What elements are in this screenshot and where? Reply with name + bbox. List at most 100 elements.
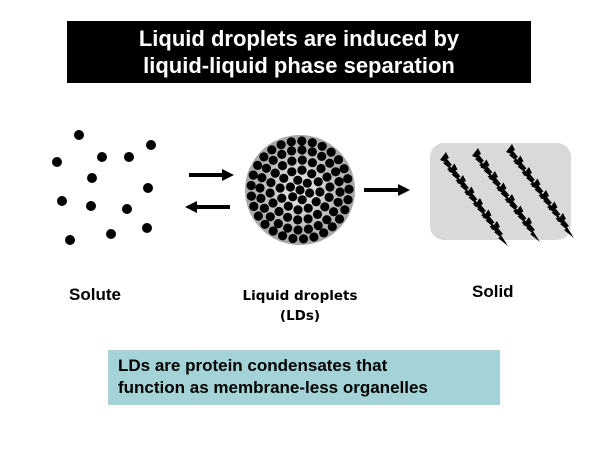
droplet-particle xyxy=(293,175,303,185)
solid-bolt xyxy=(557,213,574,238)
title-banner: Liquid droplets are induced by liquid-li… xyxy=(67,21,531,83)
droplet-particle xyxy=(335,187,345,197)
droplet-particle xyxy=(268,198,278,208)
droplet-particle xyxy=(307,138,317,148)
forward-arrow-ld-to-solid xyxy=(364,184,410,196)
solute-particle xyxy=(122,204,132,214)
solute-particles-icon xyxy=(52,130,156,245)
droplet-particle xyxy=(316,163,326,174)
note-box: LDs are protein condensates that functio… xyxy=(108,350,500,405)
droplet-particle xyxy=(255,183,265,193)
droplet-particle xyxy=(283,212,293,222)
note-line-2: function as membrane-less organelles xyxy=(118,378,428,397)
droplet-particle xyxy=(277,149,287,159)
droplet-particle xyxy=(259,203,269,213)
note-line-1: LDs are protein condensates that xyxy=(118,356,388,375)
reverse-arrow-ld-to-solute xyxy=(185,201,230,213)
solute-particle xyxy=(87,173,97,183)
droplet-particle xyxy=(278,231,288,241)
droplet-particle xyxy=(286,137,296,147)
droplet-particle xyxy=(298,234,309,244)
droplet-particle xyxy=(303,214,313,224)
droplet-particle xyxy=(309,232,319,242)
solid-label: Solid xyxy=(472,282,514,301)
droplet-particle xyxy=(317,151,327,161)
solid-aggregate-icon xyxy=(430,143,574,246)
droplet-particle xyxy=(320,202,330,212)
droplet-particle xyxy=(277,161,288,171)
droplet-particle xyxy=(305,188,315,198)
droplet-particle xyxy=(333,155,344,165)
droplet-particle xyxy=(276,140,286,150)
droplet-particle xyxy=(293,225,303,235)
droplet-particle xyxy=(256,193,266,203)
solute-particle xyxy=(52,157,62,167)
droplet-particle xyxy=(259,152,269,162)
droplet-particle xyxy=(297,195,307,205)
droplet-particle xyxy=(246,191,256,201)
droplet-particle xyxy=(297,155,307,165)
droplet-particle xyxy=(334,177,344,187)
title-line-2: liquid-liquid phase separation xyxy=(143,53,455,78)
droplet-particle xyxy=(329,207,339,217)
droplet-particle xyxy=(275,183,285,193)
droplet-particle xyxy=(311,197,321,207)
droplet-particle xyxy=(339,164,349,174)
droplet-particle xyxy=(307,169,317,179)
droplet-particle xyxy=(297,165,307,175)
droplet-particle xyxy=(319,228,329,238)
droplet-particle xyxy=(307,147,317,157)
droplet-particle xyxy=(297,145,307,155)
droplet-particle xyxy=(307,158,317,168)
liquid-droplets-label: Liquid droplets (LDs) xyxy=(233,286,367,326)
solute-particle xyxy=(146,140,156,150)
solute-particle xyxy=(65,235,75,245)
droplet-particle xyxy=(261,163,271,173)
droplet-particle xyxy=(343,174,353,184)
solute-particle xyxy=(86,201,96,211)
droplet-particle xyxy=(326,147,336,157)
droplet-particle xyxy=(253,160,263,170)
droplet-particle xyxy=(267,145,277,155)
droplet-particle xyxy=(273,219,283,229)
solute-particle xyxy=(124,152,134,162)
droplet-particle xyxy=(340,205,350,215)
droplet-particle xyxy=(260,219,270,229)
droplet-particle xyxy=(266,178,276,188)
droplet-particle xyxy=(246,180,256,191)
droplet-particle xyxy=(287,146,297,156)
droplet-particle xyxy=(343,195,353,205)
droplet-particle xyxy=(344,184,354,194)
droplet-particle xyxy=(270,168,280,178)
droplet-particle xyxy=(274,206,284,217)
droplet-particle xyxy=(279,173,289,183)
droplet-particle xyxy=(287,167,297,177)
droplet-particle xyxy=(324,192,334,202)
droplet-particle xyxy=(325,158,335,168)
droplet-particle xyxy=(331,167,341,177)
droplet-particle xyxy=(293,205,303,215)
droplet-particle xyxy=(327,222,337,232)
forward-arrow-solute-to-ld xyxy=(189,169,234,181)
solute-particle xyxy=(57,196,67,206)
droplet-particle xyxy=(297,136,307,146)
liquid-droplets-label-line-2: (LDs) xyxy=(279,308,321,324)
droplet-particle xyxy=(303,224,313,234)
droplet-particle xyxy=(322,172,332,182)
droplet-particle xyxy=(287,156,297,166)
droplet-particle xyxy=(333,197,343,207)
droplet-particle xyxy=(302,178,312,188)
droplet-particle xyxy=(249,201,259,211)
solute-particle xyxy=(143,183,153,193)
liquid-droplets-label-line-1: Liquid droplets xyxy=(242,288,358,304)
droplet-particle xyxy=(295,185,305,195)
droplet-particle xyxy=(268,155,278,165)
droplet-particle xyxy=(334,214,345,224)
solid-bolt xyxy=(491,221,508,246)
droplet-particle xyxy=(285,182,295,192)
droplet-particle xyxy=(283,223,293,233)
droplet-particle xyxy=(313,221,323,231)
droplet-particle xyxy=(277,193,287,203)
droplet-particle xyxy=(317,141,327,151)
